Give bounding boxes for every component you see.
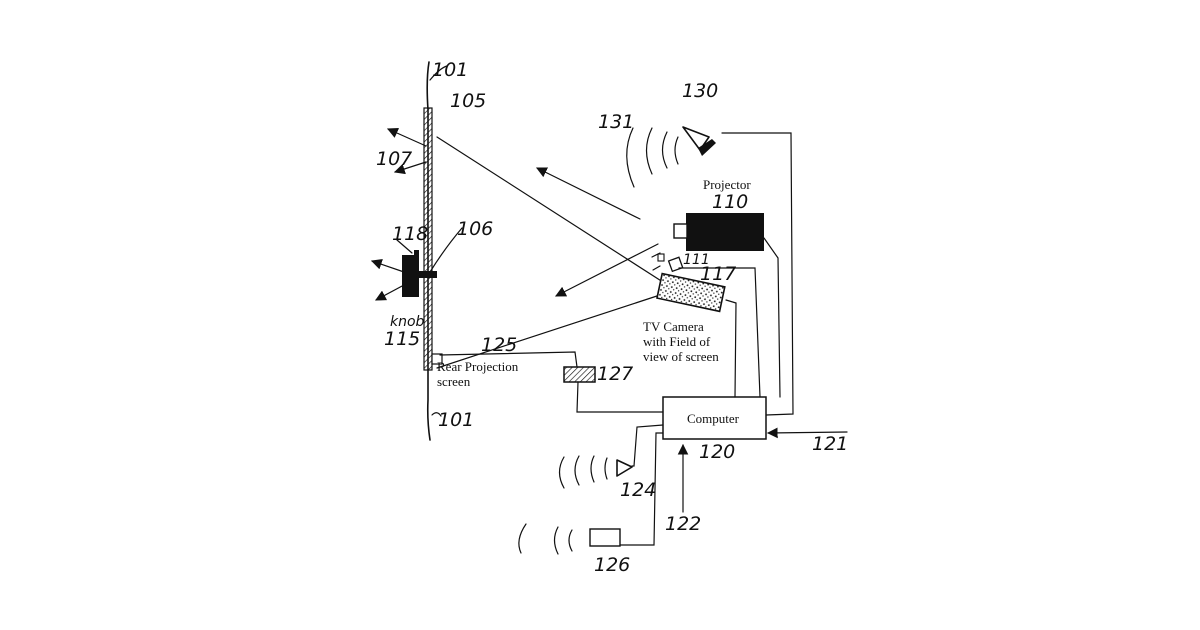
computer-label: Computer (687, 411, 740, 426)
device-126 (519, 524, 620, 554)
camera-sensor (653, 254, 683, 271)
device-127 (564, 367, 595, 382)
ref-105: 105 (450, 90, 486, 112)
tv-camera-label-3: view of screen (643, 349, 719, 364)
projector-label: Projector (703, 177, 751, 192)
tv-camera-label-2: with Field of (643, 334, 711, 349)
ref-121: 121 (812, 433, 848, 455)
ref-124: 124 (620, 479, 656, 501)
knob-body (402, 255, 419, 297)
ref-122: 122 (665, 513, 701, 535)
rear-screen-label-1: Rear Projection (437, 359, 519, 374)
ref-127: 127 (597, 363, 633, 385)
ref-115: 115 (384, 328, 420, 350)
ref-101-bottom: 101 (438, 409, 474, 431)
ref-130: 130 (682, 80, 718, 102)
ref-131: 131 (598, 111, 634, 133)
knob-mount-106 (419, 271, 437, 278)
ref-110: 110 (712, 191, 748, 213)
ref-126: 126 (594, 554, 630, 576)
ref-125: 125 (481, 334, 517, 356)
rear-screen-label-2: screen (437, 374, 471, 389)
ref-117: 117 (700, 263, 736, 285)
projector (674, 213, 764, 251)
ref-120: 120 (699, 441, 735, 463)
ref-101-top: 101 (432, 59, 468, 81)
ref-106: 106 (457, 218, 493, 240)
tv-camera-label-1: TV Camera (643, 319, 704, 334)
field-of-view-lines (437, 137, 666, 368)
ref-118: 118 (392, 223, 428, 245)
ref-107: 107 (376, 148, 412, 170)
